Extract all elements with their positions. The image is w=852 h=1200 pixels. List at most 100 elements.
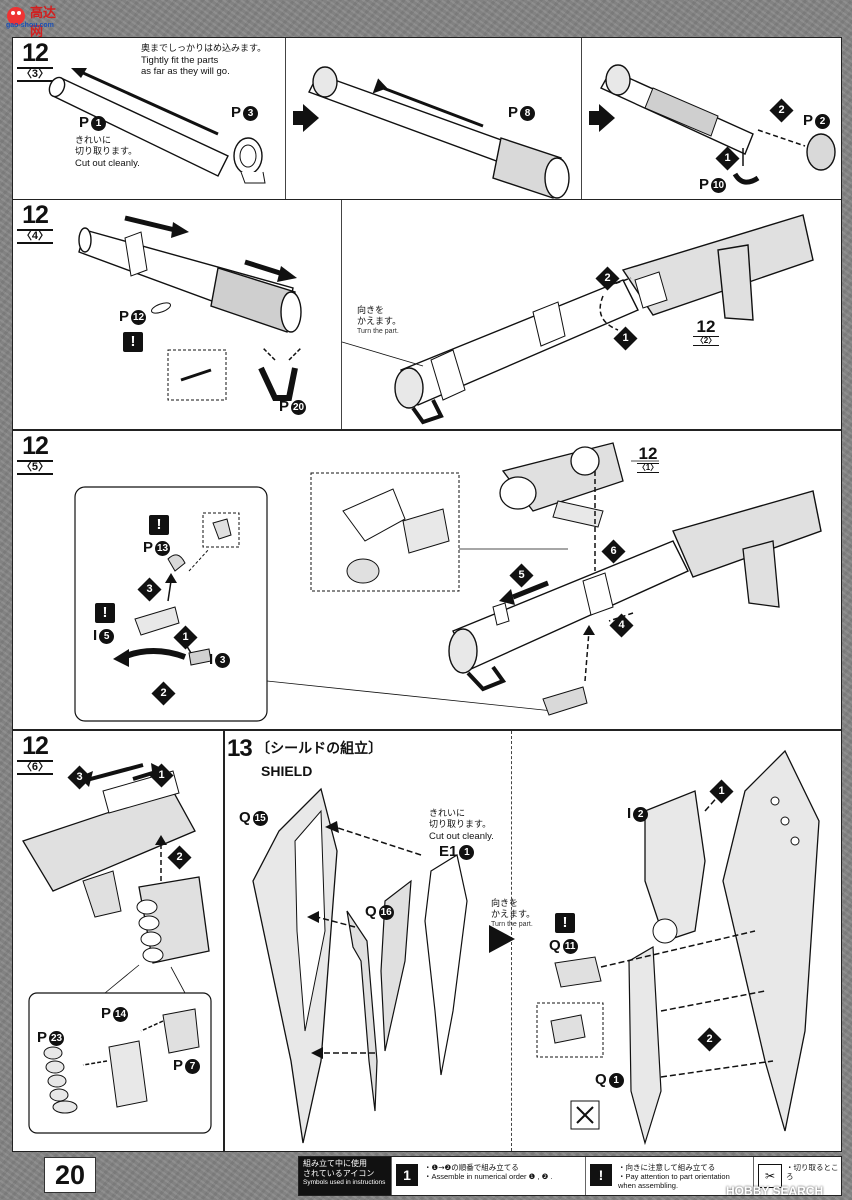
step-badge: 12 〈3〉 <box>17 41 53 82</box>
cut-note-jp-1: きれいに <box>429 809 466 819</box>
cut-note: きれいに 切り取ります。 Cut out cleanly. <box>429 809 494 842</box>
legend-item-orientation: ! ・向きに注意して組み立てる ・Pay attention to part o… <box>585 1157 754 1195</box>
step-sub: 〈3〉 <box>17 67 53 82</box>
next-arrow-icon <box>293 104 319 132</box>
sequence-marker: 1 <box>173 625 198 650</box>
step-number: 12 <box>22 201 49 229</box>
sequence-marker: 4 <box>609 613 634 638</box>
watermark-logo: 高达网 gao-shou.com <box>6 2 68 40</box>
panel-step-13-shield: 13 〔シールドの組立〕 SHIELD <box>224 730 842 1152</box>
launcher-tube-part <box>78 215 302 401</box>
sequence-marker: 1 <box>709 779 734 804</box>
launcher-tube-part <box>308 66 570 199</box>
assembly-illustration <box>252 749 820 1146</box>
panel-step-12-6: 12 〈6〉 <box>12 730 224 1152</box>
step-number: 12 <box>22 732 49 760</box>
step-title-en: SHIELD <box>261 763 313 779</box>
sequence-marker: 2 <box>769 98 794 123</box>
sequence-marker: 3 <box>67 765 92 790</box>
divider <box>581 38 582 199</box>
watermark-hobby-search: HOBBY SEARCH <box>726 1184 824 1198</box>
legend-item-cut: ✂ ・切り取るところ <box>753 1157 842 1195</box>
watermark-text: 高达网 <box>30 6 57 40</box>
warning-icon: ! <box>590 1164 612 1186</box>
step-sub: 〈4〉 <box>17 229 53 244</box>
next-arrow-icon <box>589 104 615 132</box>
sequence-marker: 2 <box>697 1027 722 1052</box>
assembly-illustration <box>22 763 212 1134</box>
turn-note-en: Turn the part. <box>357 328 399 335</box>
cut-note-jp-2: 切り取ります。 <box>75 147 138 157</box>
turn-note-jp-1: 向きを <box>491 899 519 909</box>
turn-note-jp-2: かえます。 <box>357 317 402 327</box>
step-number: 12 <box>22 432 49 460</box>
assembly-illustration <box>48 64 836 199</box>
step-badge: 12 〈5〉 <box>17 434 53 475</box>
orientation-warning-icon: ! <box>149 515 169 535</box>
sequence-marker: 3 <box>137 577 162 602</box>
sequence-marker: 5 <box>509 563 534 588</box>
cutter-icon: ✂ <box>758 1164 782 1188</box>
sequence-marker: 6 <box>601 539 626 564</box>
shield-assembled-part <box>722 749 820 1132</box>
shield-clear-part <box>424 854 468 1076</box>
sequence-icon: 1 <box>396 1164 418 1186</box>
panel-step-12-3: 12 〈3〉 <box>12 37 842 200</box>
watermark-sub: gao-shou.com <box>6 22 54 29</box>
step-number: 12 <box>22 39 49 67</box>
step-sub: 〈6〉 <box>17 760 53 775</box>
divider <box>341 200 342 429</box>
ring-part-p3 <box>233 137 266 184</box>
page-number: 20 <box>44 1157 96 1193</box>
fit-note-jp: 奥までしっかりはめ込みます。 <box>141 44 267 54</box>
divider <box>285 38 286 199</box>
cut-note: きれいに 切り取ります。 Cut out cleanly. <box>75 136 140 169</box>
step-13-header: 13 〔シールドの組立〕 <box>227 735 382 763</box>
reference-step-12-1: 12〈1〉 <box>637 444 659 473</box>
turn-note: 向きを かえます。 Turn the part. <box>357 306 401 336</box>
launcher-tube-part <box>600 64 836 185</box>
orientation-warning-icon: ! <box>123 332 143 352</box>
legend-item-order: 1 ・❶→❷の順番で組み立てる ・Assemble in numerical o… <box>391 1157 586 1195</box>
next-arrow-icon <box>489 925 515 953</box>
bazooka-assembled-part <box>341 214 814 425</box>
cut-note-en: Cut out cleanly. <box>75 158 140 169</box>
watermark-mascot-icon <box>7 7 25 25</box>
hand-part <box>136 876 210 964</box>
step-title-jp: 〔シールドの組立〕 <box>256 741 383 757</box>
cut-note-jp-1: きれいに <box>75 136 112 146</box>
sequence-marker: 1 <box>613 326 638 351</box>
assembly-illustration <box>74 442 822 722</box>
divider <box>511 731 512 1151</box>
sequence-marker: 1 <box>149 763 174 788</box>
fit-note: 奥までしっかりはめ込みます。 Tightly fit the parts as … <box>141 44 291 77</box>
turn-note-jp-1: 向きを <box>357 306 385 316</box>
legend-label: 組み立て中に使用 されているアイコン Symbols used in instr… <box>299 1157 391 1195</box>
fit-note-en-2: as far as they will go. <box>141 66 230 77</box>
cut-note-jp-2: 切り取ります。 <box>429 820 492 830</box>
reference-step-12-2: 12〈2〉 <box>693 318 719 346</box>
icon-legend: 組み立て中に使用 されているアイコン Symbols used in instr… <box>298 1156 842 1196</box>
panel-step-12-5: 12 〈5〉 <box>12 430 842 730</box>
orientation-warning-icon: ! <box>555 913 575 933</box>
panel-step-12-4: 12 〈4〉 <box>12 199 842 430</box>
turn-note: 向きを かえます。 Turn the part. <box>491 899 535 929</box>
turn-note-en: Turn the part. <box>491 921 533 928</box>
sequence-marker: 2 <box>595 266 620 291</box>
